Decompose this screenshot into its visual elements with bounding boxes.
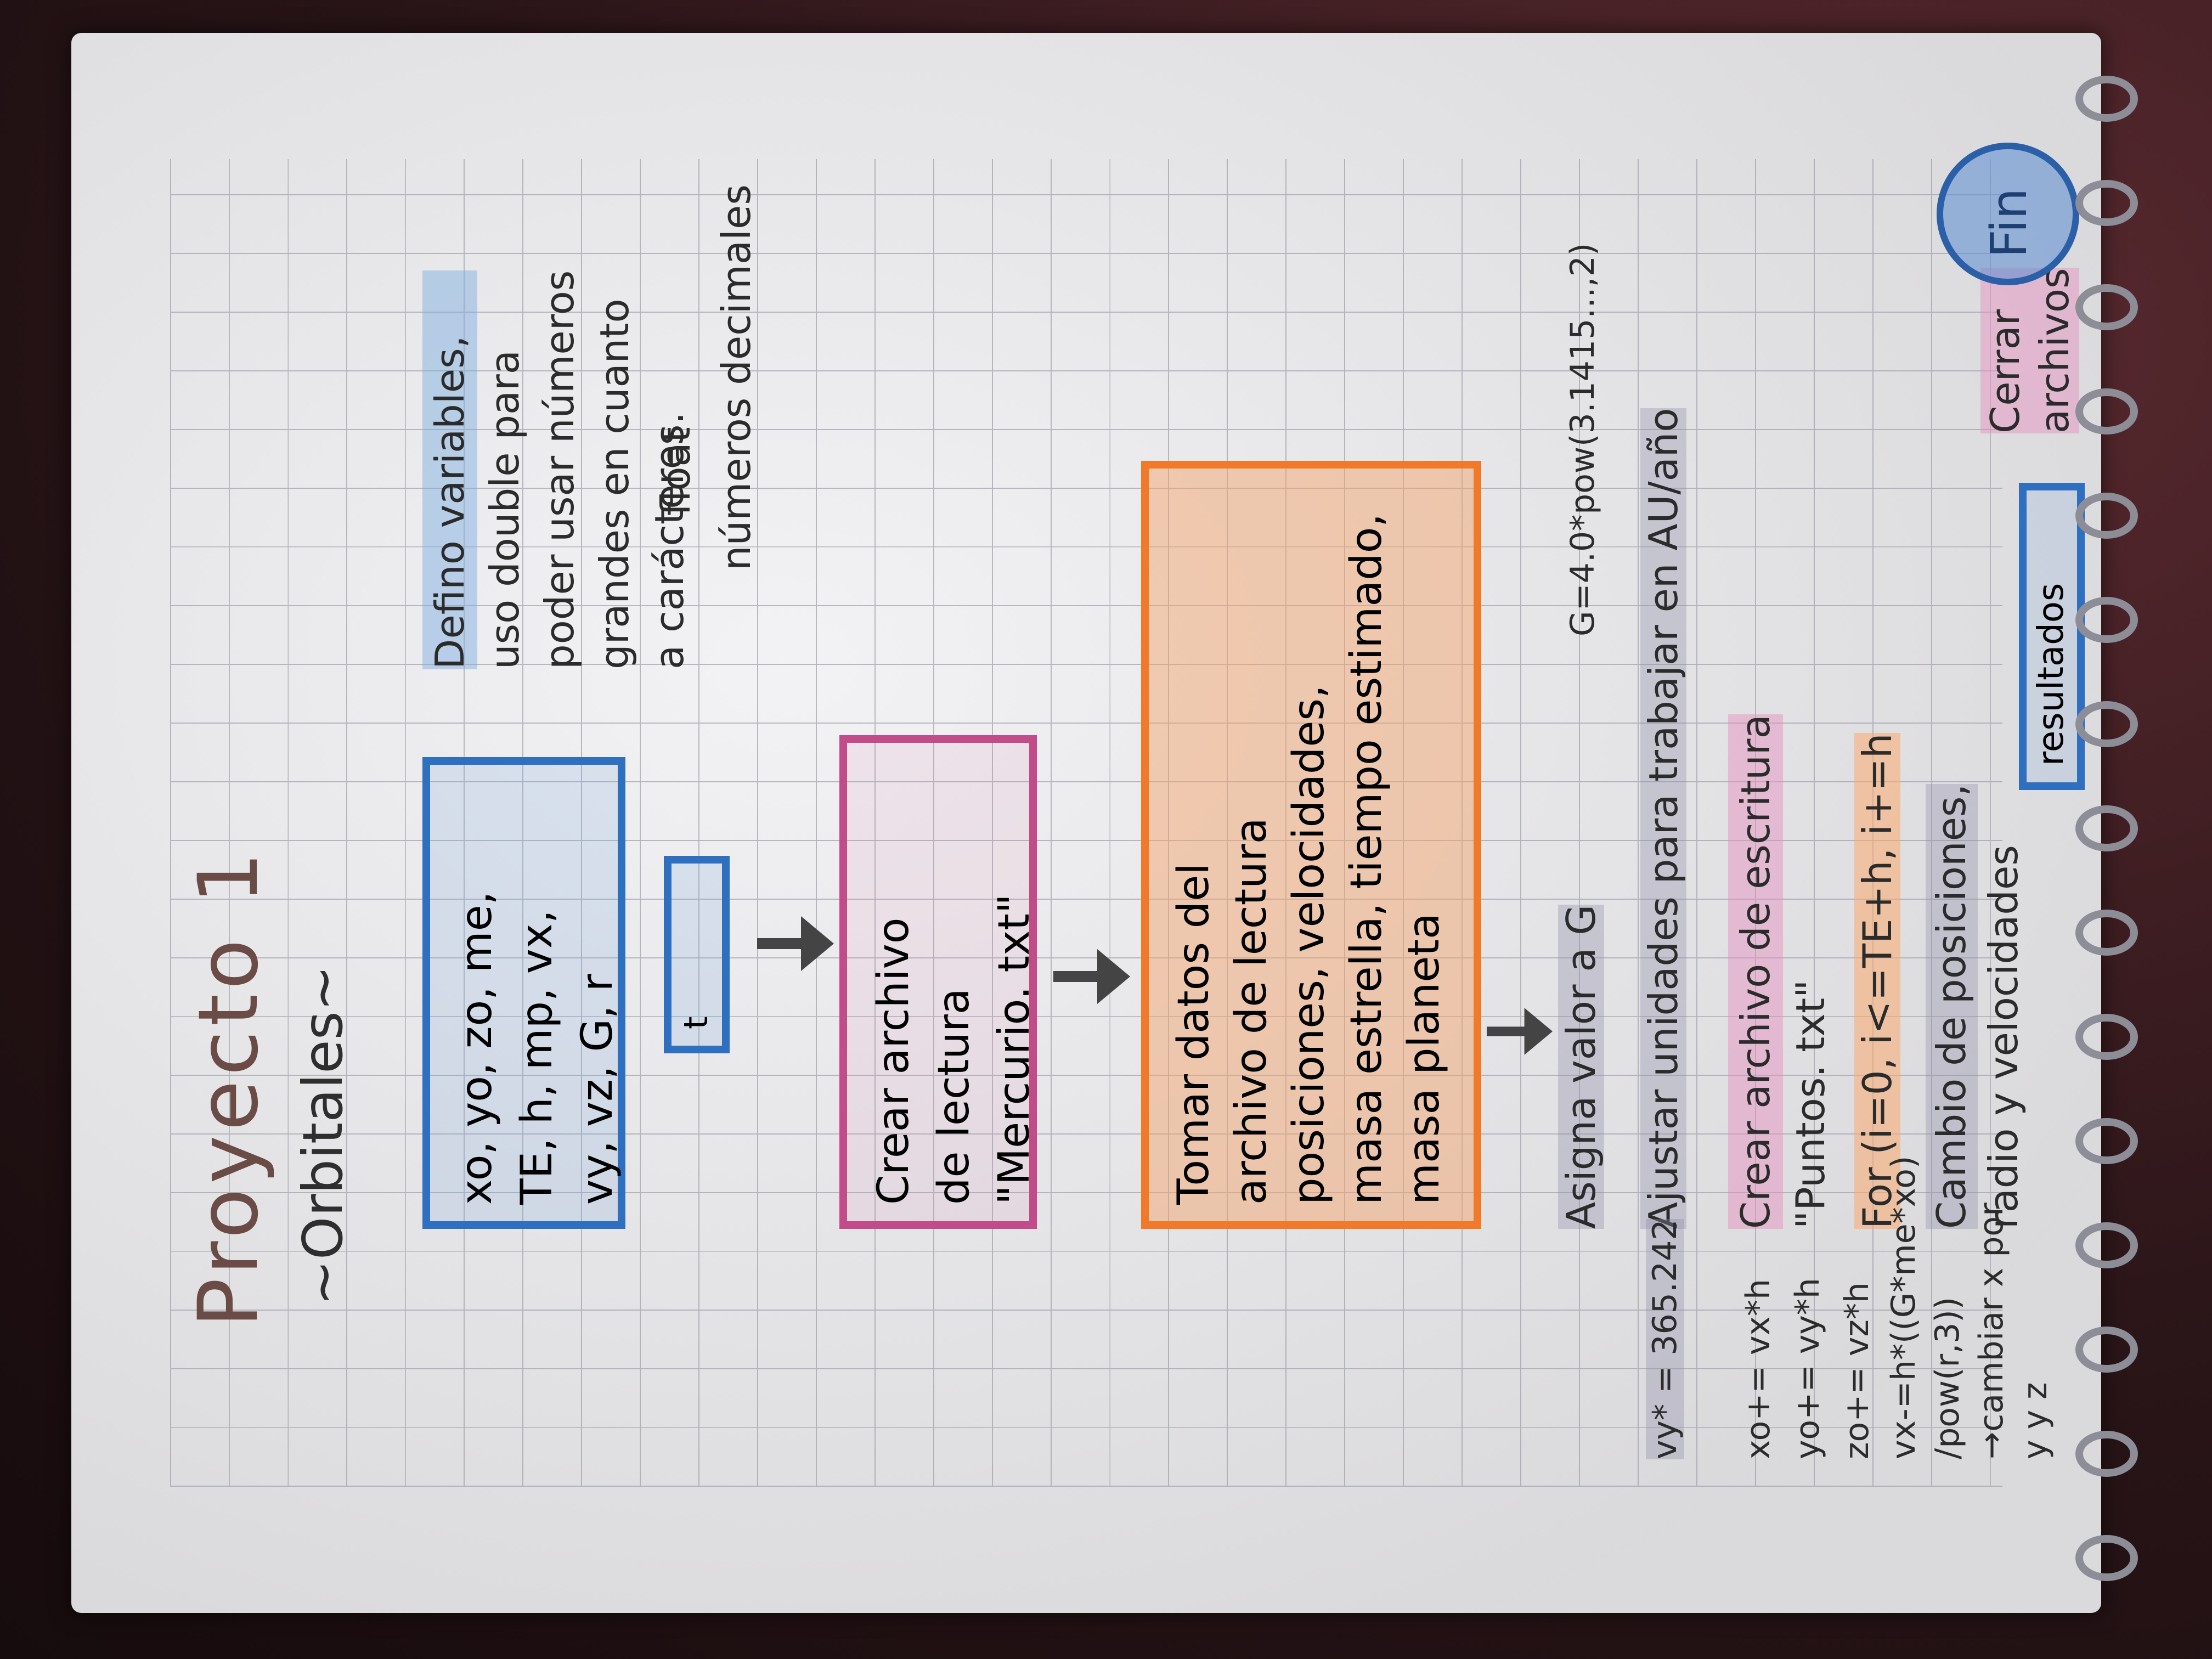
step7-note-1: vx-=h*((G*me*xo): [1884, 1155, 1923, 1459]
step6-note-1: xo+= vx*h: [1739, 1278, 1778, 1459]
variables-box: xo, yo, zo, me, TE, h, mp, vx, vy, vz, G…: [422, 757, 625, 1229]
notebook-page: Proyecto 1 ~Orbitales~ xo, yo, zo, me, T…: [71, 33, 2101, 1613]
step3-note: G=4.0*pow(3.1415...,2): [1564, 242, 1602, 636]
note-line-1: Defino variables,: [422, 270, 477, 669]
step7-note-2: /pow(r,3)): [1928, 1296, 1967, 1459]
step1-line-1: Crear archivo: [869, 917, 918, 1205]
step1-box: Crear archivo de lectura "Mercurio. txt": [839, 735, 1039, 1229]
step2-line-1: Tomar datos del: [1169, 863, 1218, 1205]
step6-text: For (i=0, i<=TE+h, i+=h: [1854, 733, 1900, 1229]
float-note: números decimales: [713, 184, 759, 571]
step2-box: Tomar datos del archivo de lectura posic…: [1141, 461, 1481, 1229]
step5-line-2: "Puntos. txt": [1787, 979, 1833, 1229]
step2-line-2: archivo de lectura: [1227, 817, 1276, 1205]
page-title: Proyecto 1: [181, 847, 276, 1328]
step2-line-5: masa planeta: [1400, 913, 1449, 1205]
rotated-page: Proyecto 1 ~Orbitales~ xo, yo, zo, me, T…: [71, 33, 2101, 1613]
variables-line-3: vy, vz, G, r: [573, 974, 622, 1205]
step5-text: Crear archivo de escritura "Puntos. txt": [1728, 714, 1838, 1229]
step7-note-3: →cambiar x por: [1972, 1203, 2011, 1459]
step6-note-3: zo+= vz*h: [1838, 1282, 1876, 1459]
spiral-rings: [2074, 66, 2162, 1591]
note-line-3: poder usar números: [537, 270, 583, 669]
float-label: float: [653, 427, 699, 516]
page-content: Proyecto 1 ~Orbitales~ xo, yo, zo, me, T…: [71, 33, 2101, 1613]
step4-note: vy* = 365.242: [1646, 1219, 1684, 1459]
spiral-rings-svg: [2075, 76, 2138, 1581]
note-line-4: grandes en cuanto: [591, 298, 637, 669]
step5-line-1: Crear archivo de escritura: [1728, 714, 1783, 1229]
step2-line-4: masa estrella, tiempo estimado,: [1342, 513, 1391, 1205]
step6-note-2: yo+= vy*h: [1788, 1278, 1827, 1459]
variables-line-2: TE, h, mp, vx,: [512, 910, 562, 1205]
variables-line-1: xo, yo, zo, me,: [452, 891, 501, 1205]
step3-text: Asigna valor a G: [1558, 904, 1604, 1229]
step6-notes: xo+= vx*h yo+= vy*h zo+= vz*h: [1734, 1278, 1882, 1459]
page-subtitle: ~Orbitales~: [291, 965, 355, 1306]
step2-line-3: posiciones, velocidades,: [1284, 685, 1334, 1205]
step9-line-1: Cerrar: [1982, 309, 2028, 433]
step1-line-3: "Mercurio. txt": [990, 894, 1039, 1205]
step4-text: Ajustar unidades para trabajar en AU/año: [1640, 408, 1686, 1229]
step1-line-2: de lectura: [929, 988, 979, 1205]
small-box: t: [664, 856, 730, 1053]
note-line-2: uso double para: [482, 350, 528, 669]
